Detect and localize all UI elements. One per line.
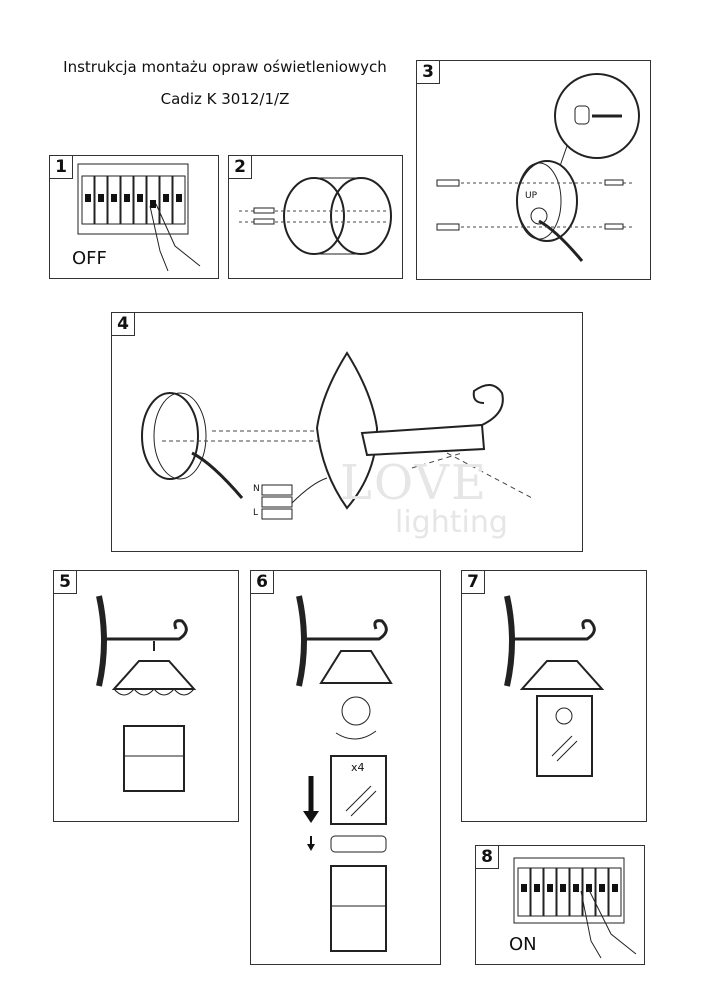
cable-connection-illustration: [436, 73, 640, 262]
lamp-shade-attach-illustration: [96, 595, 197, 792]
step-number: 5: [53, 570, 77, 594]
step-6-panel: 6 x4: [250, 570, 441, 965]
model-name: Cadiz K 3012/1/Z: [160, 90, 290, 108]
step-4-panel: 4 N L: [111, 312, 583, 552]
step-number: 2: [228, 155, 252, 179]
up-label: UP: [525, 191, 538, 201]
step-2-panel: 2: [228, 155, 403, 279]
neutral-terminal-label: N: [253, 484, 260, 494]
step-8-panel: 8 ON: [475, 845, 645, 965]
fixture-assembly-illustration: [141, 351, 533, 520]
wall-plate-mounting-illustration: [239, 177, 392, 255]
bulb-and-glass-illustration: [296, 595, 393, 952]
document-title: Instrukcja montażu opraw oświetleniowych: [63, 58, 387, 76]
step-5-panel: 5: [53, 570, 239, 822]
on-label: ON: [509, 934, 537, 955]
step-number: 4: [111, 312, 135, 336]
step-number: 7: [461, 570, 485, 594]
step-1-panel: 1 OFF: [49, 155, 219, 279]
live-terminal-label: L: [253, 508, 259, 518]
off-label: OFF: [72, 248, 107, 269]
step-7-panel: 7: [461, 570, 647, 822]
breaker-switch-on-illustration: [513, 857, 637, 959]
assembled-lamp-illustration: [504, 595, 605, 777]
step-number: 1: [49, 155, 73, 179]
step-number: 8: [475, 845, 499, 869]
breaker-switch-off-illustration: [77, 163, 201, 272]
step-3-panel: 3 UP: [416, 60, 651, 280]
step-number: 6: [250, 570, 274, 594]
glass-count-label: x4: [351, 761, 365, 774]
step-number: 3: [416, 60, 440, 84]
